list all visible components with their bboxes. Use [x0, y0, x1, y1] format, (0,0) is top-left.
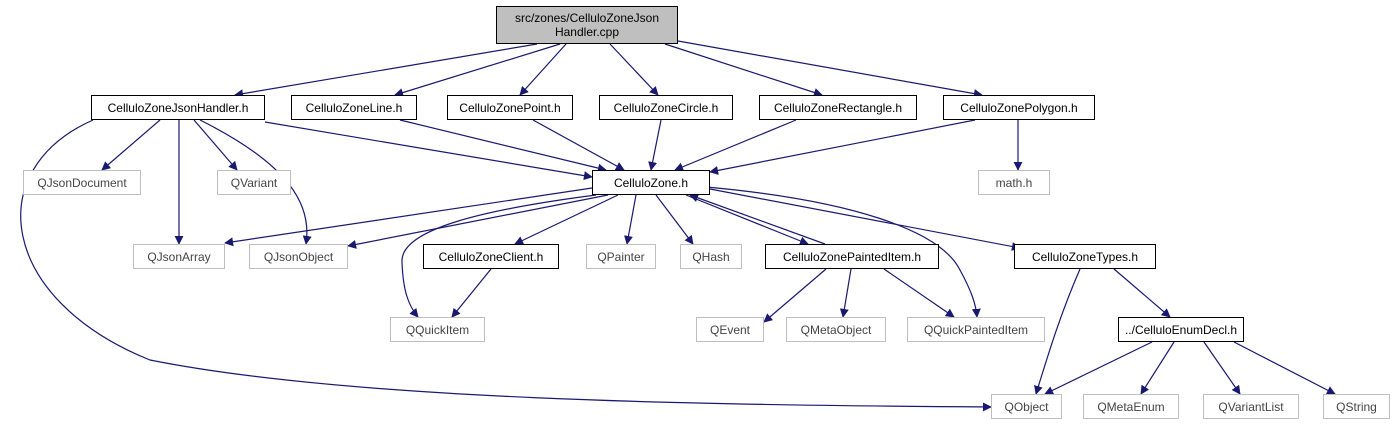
- node-qstring: QString: [1323, 394, 1390, 419]
- node-root-cpp: src/zones/CelluloZoneJson Handler.cpp: [496, 6, 678, 44]
- edge-zone-h-to-qquickitem: [401, 194, 597, 318]
- node-cellulo-zone-painted-item-h[interactable]: CelluloZonePaintedItem.h: [765, 244, 939, 269]
- node-qquickpainteditem: QQuickPaintedItem: [907, 317, 1045, 342]
- node-cellulo-zone-json-handler-h[interactable]: CelluloZoneJsonHandler.h: [91, 95, 265, 120]
- edge-enumdecl-h-to-qvariantlist: [1203, 341, 1241, 395]
- edge-handler-h-to-zone-h: [264, 121, 593, 181]
- edge-zone-h-to-types-h: [709, 188, 1021, 251]
- node-cellulo-zone-client-h[interactable]: CelluloZoneClient.h: [423, 244, 559, 269]
- node-math-h: math.h: [978, 170, 1050, 195]
- edge-handler-h-to-qobject: [20, 119, 992, 412]
- edge-root-to-point-h: [519, 43, 567, 96]
- node-cellulo-zone-types-h[interactable]: CelluloZoneTypes.h: [1014, 244, 1156, 269]
- edge-line-h-to-zone-h: [399, 119, 607, 173]
- node-qevent: QEvent: [696, 317, 764, 342]
- edge-painted-h-to-qevent: [763, 268, 827, 323]
- edge-zone-h-to-painted-h: [685, 194, 809, 246]
- edge-root-to-line-h: [394, 43, 561, 97]
- edge-handler-h-to-qvariant: [193, 119, 238, 171]
- edge-point-h-to-zone-h: [532, 119, 625, 171]
- node-cellulo-zone-line-h[interactable]: CelluloZoneLine.h: [291, 95, 417, 120]
- node-qmetaenum: QMetaEnum: [1083, 394, 1179, 419]
- edge-poly-h-to-zone-h: [709, 119, 976, 175]
- node-qvariant: QVariant: [217, 170, 291, 195]
- edge-root-to-handler-h: [234, 43, 538, 99]
- node-cellulo-zone-point-h[interactable]: CelluloZonePoint.h: [447, 95, 573, 120]
- root-label-line2: Handler.cpp: [554, 25, 620, 39]
- node-cellulo-enum-decl-h[interactable]: ../CelluloEnumDecl.h: [1118, 317, 1244, 342]
- edge-zone-h-to-qpainter: [624, 194, 637, 245]
- node-qjsonobject: QJsonObject: [249, 244, 348, 269]
- root-label-line1: src/zones/CelluloZoneJson: [514, 11, 660, 25]
- edge-root-to-poly-h: [677, 40, 983, 99]
- node-qvariantlist: QVariantList: [1203, 394, 1299, 419]
- edge-types-h-to-enumdecl-h: [1113, 268, 1171, 318]
- node-qmetaobject: QMetaObject: [786, 317, 886, 342]
- node-cellulo-zone-polygon-h[interactable]: CelluloZonePolygon.h: [943, 95, 1095, 120]
- edge-root-to-rect-h: [664, 43, 823, 97]
- edge-enumdecl-h-to-qstring: [1233, 341, 1336, 395]
- node-cellulo-zone-h[interactable]: CelluloZone.h: [592, 170, 710, 195]
- node-cellulo-zone-rectangle-h[interactable]: CelluloZoneRectangle.h: [759, 95, 917, 120]
- node-qjsonarray: QJsonArray: [133, 244, 225, 269]
- edge-client-h-to-qquickitem: [451, 268, 492, 318]
- node-qquickitem: QQuickItem: [390, 317, 485, 342]
- node-qpainter: QPainter: [586, 244, 656, 269]
- edge-zone-h-to-client-h: [514, 194, 619, 245]
- node-cellulo-zone-circle-h[interactable]: CelluloZoneCircle.h: [599, 95, 733, 120]
- edge-painted-h-to-qquickpainted: [883, 268, 955, 318]
- edge-handler-h-to-qjsondoc: [101, 119, 161, 171]
- node-qobject: QObject: [991, 394, 1062, 419]
- edge-zone-h-to-qhash: [655, 194, 694, 245]
- edge-enumdecl-h-to-qobject: [1044, 341, 1153, 395]
- edge-root-to-circle-h: [609, 43, 659, 96]
- edge-zone-h-to-qjsonobj: [347, 194, 609, 249]
- edge-zone-h-to-qjsonarray: [224, 187, 593, 247]
- edge-circle-h-to-zone-h: [648, 119, 662, 171]
- edge-types-h-to-qobject: [1034, 268, 1081, 395]
- edge-rect-h-to-zone-h: [674, 119, 797, 172]
- edge-painted-h-to-qmetaobj: [839, 268, 852, 318]
- node-qjsondocument: QJsonDocument: [23, 170, 141, 195]
- edge-enumdecl-h-to-qmetaenum: [1140, 341, 1175, 395]
- node-qhash: QHash: [680, 244, 742, 269]
- edge-painted-h-to-zone-h: [689, 193, 826, 245]
